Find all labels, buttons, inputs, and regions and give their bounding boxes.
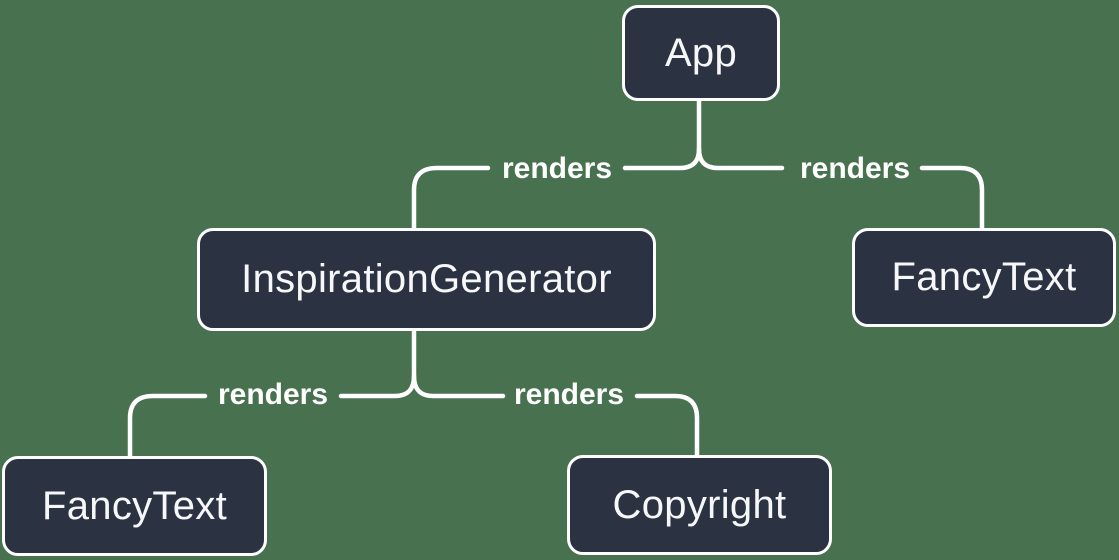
- node-copyright-label: Copyright: [612, 482, 787, 527]
- connector-inspirationgenerator-to-fancytext-stem: [338, 328, 417, 399]
- connector-app-to-inspirationgenerator-stem: [622, 98, 702, 171]
- edge-label-inspirationgenerator-renders-copyright: renders: [513, 378, 625, 411]
- edge-label-app-renders-inspirationgenerator: renders: [501, 152, 613, 185]
- connector-app-to-fancytext-stem: [696, 146, 785, 171]
- node-fancy-text-top-right: FancyText: [852, 228, 1116, 327]
- node-app: App: [622, 5, 780, 101]
- node-copyright: Copyright: [567, 455, 832, 555]
- node-inspiration-generator-label: InspirationGenerator: [241, 257, 612, 301]
- connector-inspirationgenerator-to-copyright-stem: [411, 373, 506, 399]
- node-app-label: App: [664, 30, 738, 75]
- connector-elbow-into-copyright: [634, 393, 700, 458]
- node-fancy-text-bottom-left: FancyText: [2, 456, 267, 556]
- node-fancy-text-top-right-label: FancyText: [891, 255, 1077, 299]
- edge-label-inspirationgenerator-renders-fancytext: renders: [217, 378, 329, 411]
- edge-label-app-renders-fancytext: renders: [799, 152, 911, 185]
- node-fancy-text-bottom-left-label: FancyText: [42, 483, 227, 528]
- connector-elbow-into-fancytext-bottom-left: [127, 393, 208, 459]
- connector-elbow-into-inspirationgenerator: [411, 165, 491, 231]
- connector-elbow-into-fancytext-top-right: [919, 165, 985, 231]
- node-inspiration-generator: InspirationGenerator: [197, 228, 656, 331]
